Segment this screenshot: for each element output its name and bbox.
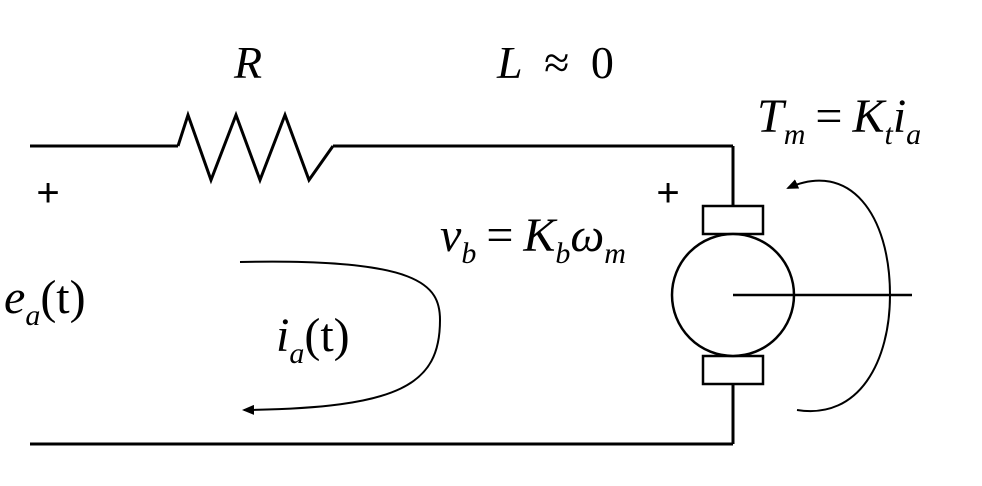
back-emf-plus-sign: +: [656, 171, 679, 215]
torque-k-sub: t: [884, 118, 893, 151]
armature-current-label: ia(t): [276, 309, 350, 370]
source-voltage-sub: a: [25, 299, 40, 332]
torque-rotation-arrow: [786, 179, 892, 413]
torque-i-sub: a: [906, 118, 921, 151]
torque-equation: Tm =Ktia: [757, 90, 921, 151]
back-emf-equals: =: [486, 209, 513, 262]
source-voltage-base: e: [4, 271, 25, 324]
inductor-value: 0: [591, 37, 614, 88]
back-emf-omega-sub: m: [604, 237, 626, 270]
source-voltage-arg: (t): [40, 271, 85, 324]
back-emf-k-base: K: [522, 209, 558, 262]
current-base: i: [276, 309, 289, 362]
back-emf-equation: vb=Kbωm: [440, 209, 626, 270]
inductor-label: L ≈ 0: [496, 37, 614, 88]
dc-motor: [670, 204, 912, 386]
back-emf-lhs-sub: b: [461, 237, 476, 270]
back-emf-omega-base: ω: [570, 209, 604, 262]
back-emf-lhs-base: v: [440, 209, 462, 262]
resistor-zigzag: [176, 110, 335, 185]
torque-lhs-base: T: [757, 90, 787, 143]
torque-equals: =: [815, 90, 842, 143]
circuit-wires: [30, 110, 735, 446]
current-loop-arrow: [239, 260, 442, 415]
source-plus-sign: +: [36, 171, 59, 215]
torque-i-base: i: [893, 90, 906, 143]
current-sub: a: [289, 337, 304, 370]
current-arg: (t): [304, 309, 349, 362]
motor-top-brush: [701, 204, 765, 236]
inductor-approx: ≈: [544, 37, 569, 88]
motor-bottom-brush: [701, 354, 765, 386]
back-emf-k-sub: b: [555, 237, 570, 270]
inductor-symbol: L: [496, 37, 523, 88]
source-voltage-label: ea(t): [4, 271, 86, 332]
resistor-label: R: [233, 37, 262, 88]
torque-lhs-sub: m: [784, 118, 806, 151]
torque-k-base: K: [851, 90, 887, 143]
